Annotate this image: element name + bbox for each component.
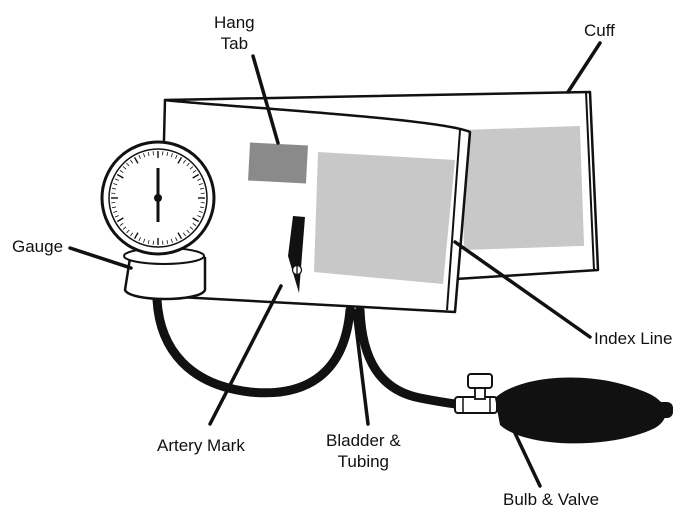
gauge-tick (147, 151, 150, 157)
gauge-tick (182, 232, 186, 237)
gauge-tick (186, 229, 190, 234)
gauge-pivot (154, 194, 162, 202)
gauge-tick (175, 237, 178, 242)
valve-knob (467, 373, 493, 389)
bladder-gray-panel (314, 152, 455, 284)
gauge-tick (199, 206, 205, 209)
gauge-tick (166, 151, 169, 157)
gauge-tick (189, 226, 194, 230)
gauge-tick (116, 217, 124, 223)
cuff-gray-panel (459, 125, 585, 251)
gauge-tick (116, 173, 124, 179)
leader-artery-mark (208, 284, 283, 426)
label-gauge: Gauge (12, 237, 64, 256)
bulb-tubing (355, 305, 467, 410)
gauge-tick (170, 153, 173, 158)
gauge-tick (197, 215, 202, 218)
gauge (100, 140, 216, 301)
gauge-tick (198, 210, 203, 213)
gauge-tick (133, 156, 139, 164)
label-bladder-tubing-line2: Tubing (337, 452, 390, 471)
leader-bladder-tubing (352, 308, 370, 426)
gauge-tick (197, 178, 202, 181)
gauge-tick (122, 226, 127, 230)
gauge-tick (192, 173, 200, 179)
gauge-tick (126, 162, 130, 167)
gauge-tick (192, 222, 197, 226)
label-artery-mark: Artery Mark (157, 436, 245, 455)
label-hang-tab-line1: Hang (214, 13, 255, 32)
gauge-tick (189, 166, 194, 170)
gauge-tick (199, 187, 205, 190)
gauge-tick (119, 222, 124, 226)
gauge-tick (133, 232, 139, 240)
bulb-and-valve (454, 373, 673, 444)
gauge-tick (113, 210, 118, 213)
bulb (495, 377, 666, 444)
gauge-tick (126, 229, 130, 234)
gauge-tubing (152, 295, 355, 398)
bulb-end-valve (655, 402, 673, 418)
gauge-tick (175, 154, 178, 159)
leader-bulb-valve (503, 410, 542, 488)
label-bladder-tubing-line1: Bladder & (326, 431, 401, 450)
gauge-tick (138, 237, 141, 242)
label-hang-tab: Hang Tab (214, 12, 255, 54)
leader-gauge (68, 246, 133, 270)
gauge-tick (182, 159, 186, 164)
gauge-tick (192, 170, 197, 174)
leader-cuff (566, 41, 602, 94)
leader-index-line (453, 240, 592, 339)
label-index-line: Index Line (594, 329, 673, 348)
gauge-tick (177, 156, 183, 164)
gauge-tick (147, 239, 150, 245)
label-cuff: Cuff (584, 21, 615, 40)
cuff-front-panel (158, 98, 472, 314)
gauge-tick (130, 159, 134, 164)
gauge-tick (111, 206, 117, 209)
gauge-tick (114, 178, 119, 181)
label-bulb-valve: Bulb & Valve (503, 490, 600, 509)
gauge-tick (177, 232, 183, 240)
label-hang-tab-line2: Tab (220, 34, 249, 53)
gauge-tick (143, 153, 146, 158)
gauge-tick (130, 232, 134, 237)
gauge-tick (114, 215, 119, 218)
gauge-tick (186, 162, 190, 167)
hang-tab (248, 142, 308, 184)
artery-mark-arrow (288, 216, 305, 293)
leader-lines (68, 41, 602, 488)
label-bladder-tubing: Bladder & Tubing (326, 430, 401, 472)
gauge-tick (122, 166, 127, 170)
gauge-tick (170, 238, 173, 243)
leader-hang-tab (251, 54, 280, 145)
gauge-tick (111, 187, 117, 190)
gauge-ticks (111, 151, 205, 245)
gauge-tick (192, 217, 200, 223)
gauge-tick (166, 239, 169, 245)
gauge-tick (119, 170, 124, 174)
gauge-tick (138, 154, 141, 159)
gauge-tick (143, 238, 146, 243)
gauge-tick (113, 183, 118, 186)
cuff-back-panel (163, 90, 600, 282)
gauge-tick (198, 183, 203, 186)
